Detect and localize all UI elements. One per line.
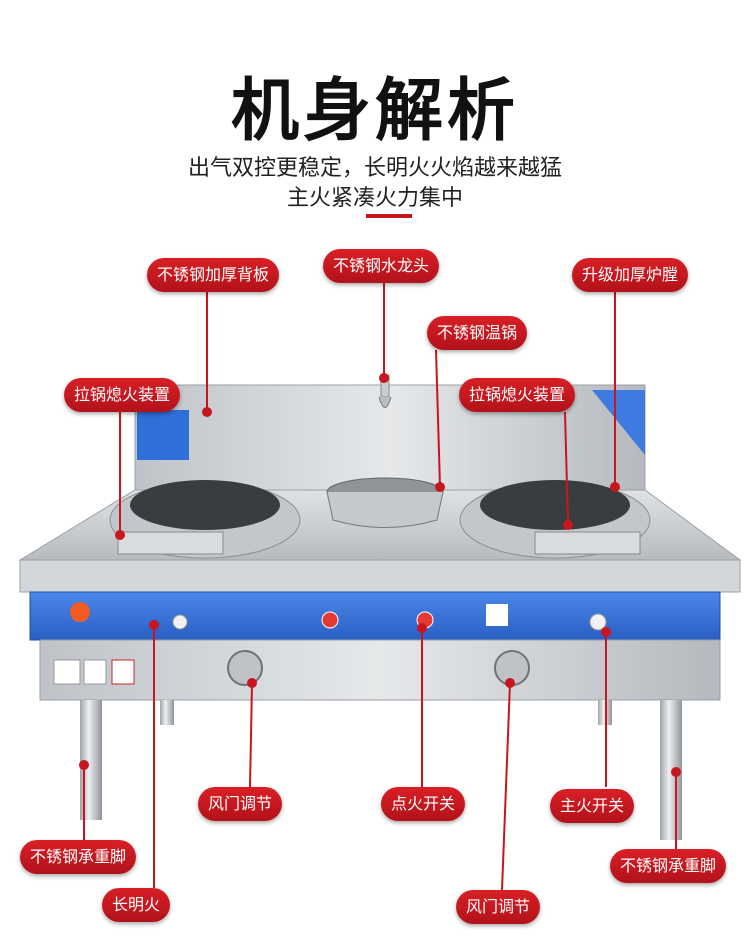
faucet-spout xyxy=(378,396,392,408)
pilot-knob xyxy=(172,614,188,630)
right-burner-grate xyxy=(480,480,630,530)
warm-pot-body xyxy=(326,491,444,528)
certification-label-2 xyxy=(83,659,107,685)
label-main-fire-switch: 主火开关 xyxy=(550,789,635,823)
left-pull-device xyxy=(117,531,224,555)
label-warm-pot: 不锈钢温锅 xyxy=(427,316,528,350)
lower-body xyxy=(39,639,721,701)
label-air-door-left: 风门调节 xyxy=(198,787,283,821)
leg-back-left xyxy=(160,700,174,725)
callout-line-pull-right xyxy=(564,411,569,526)
label-leg-left: 不锈钢承重脚 xyxy=(20,840,137,874)
label-pull-pot-left: 拉锅熄火装置 xyxy=(64,378,181,412)
label-leg-right: 不锈钢承重脚 xyxy=(610,849,727,883)
subtitle-line-1: 出气双控更稳定，长明火火焰越来越猛 xyxy=(187,156,562,181)
title-underline xyxy=(366,214,412,218)
label-pilot-flame: 长明火 xyxy=(102,888,171,922)
label-furnace-chamber: 升级加厚炉膛 xyxy=(572,258,689,292)
certification-label-3 xyxy=(111,659,135,685)
back-panel-sticker-left xyxy=(137,410,189,460)
label-back-panel: 不锈钢加厚背板 xyxy=(147,258,280,292)
qr-code xyxy=(486,604,508,626)
brand-logo-mark xyxy=(70,602,90,622)
back-panel-sticker-right xyxy=(592,390,645,455)
label-air-door-bottom: 风门调节 xyxy=(456,890,541,924)
page-title: 机身解析 xyxy=(230,72,519,151)
label-pull-pot-right: 拉锅熄火装置 xyxy=(459,378,576,412)
left-burner-grate xyxy=(130,480,280,530)
cooktop-front-edge xyxy=(19,559,741,593)
label-ignition-switch: 点火开关 xyxy=(381,787,466,821)
air-door-left xyxy=(227,650,263,686)
callout-line-warm-pot xyxy=(435,349,441,488)
leg-front-left xyxy=(80,700,102,820)
right-pull-device xyxy=(534,531,641,555)
main-fire-knob xyxy=(589,613,607,631)
callout-line-air-door-left xyxy=(249,682,253,788)
blue-control-panel xyxy=(29,591,721,641)
label-faucet: 不锈钢水龙头 xyxy=(323,249,440,283)
subtitle-line-2: 主火紧凑火力集中 xyxy=(286,186,463,211)
certification-label-1 xyxy=(53,659,81,685)
callout-line-air-door-bottom xyxy=(501,682,511,891)
ignition-button-left xyxy=(321,611,339,629)
